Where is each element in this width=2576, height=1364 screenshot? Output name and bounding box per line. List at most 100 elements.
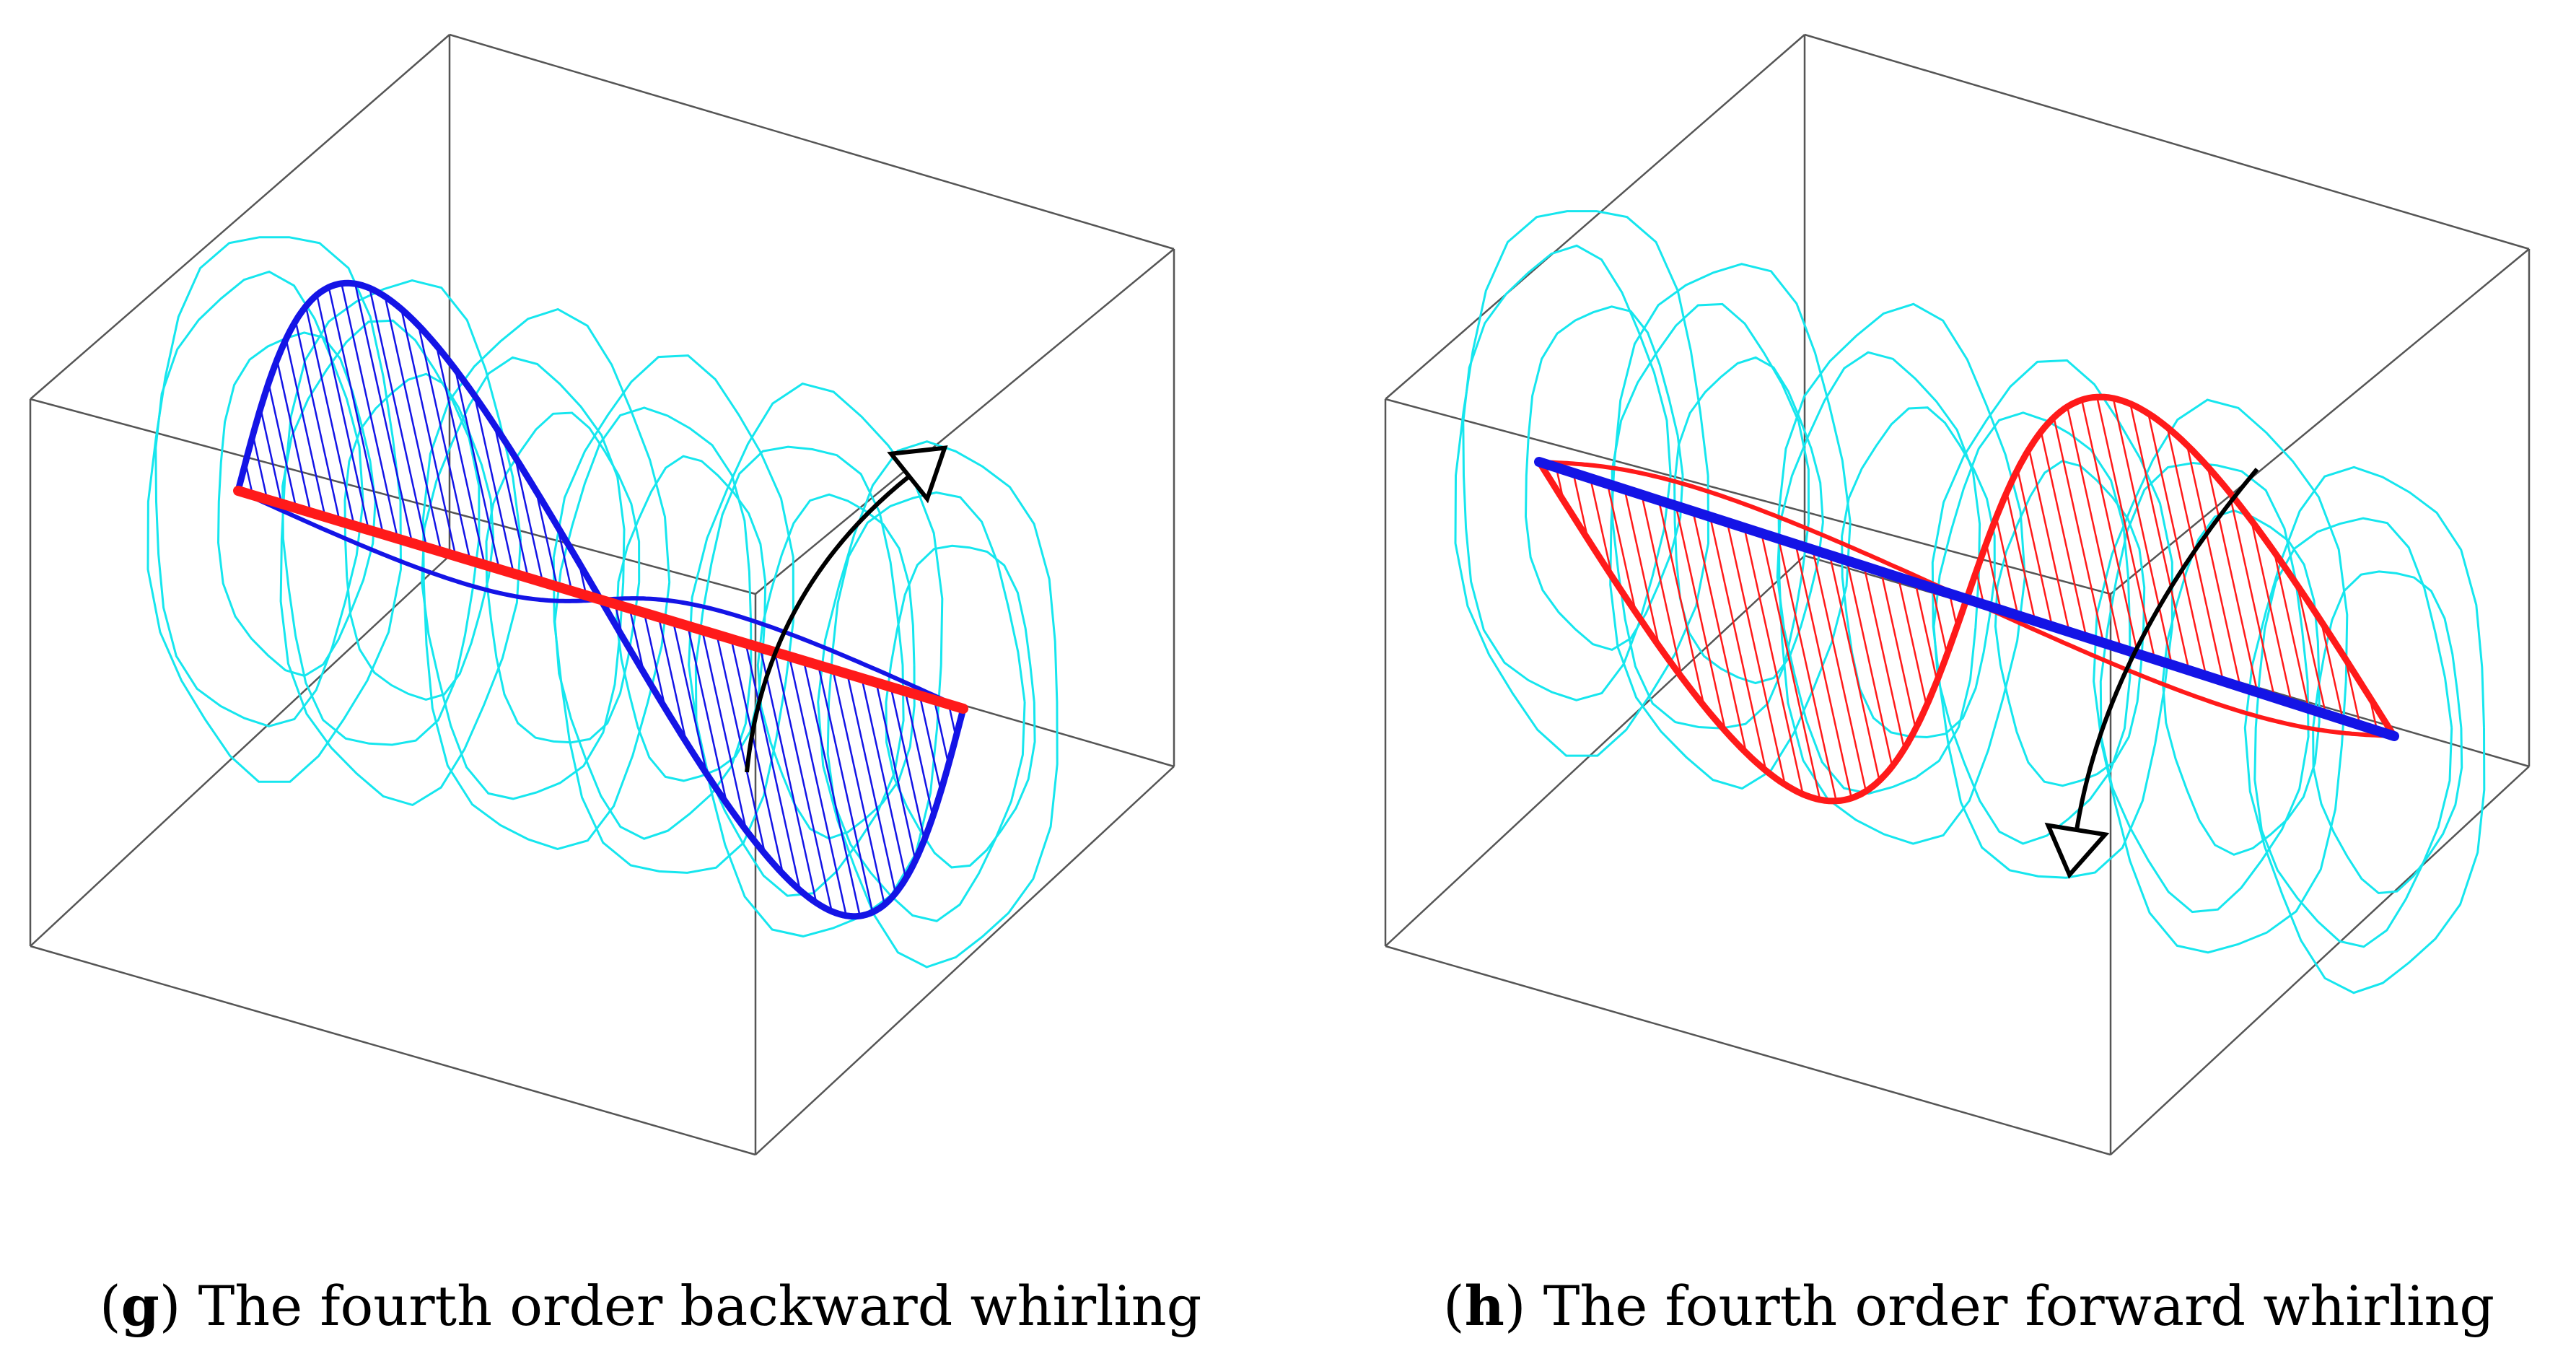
mode-hatch-line xyxy=(2040,431,2087,638)
box-edge xyxy=(30,398,756,595)
whirl-orbit xyxy=(688,382,944,937)
whirl-orbit xyxy=(1776,351,1981,795)
mode-hatch-line xyxy=(686,625,728,804)
mode-hatch-line xyxy=(276,359,312,513)
mode-hatch-line xyxy=(730,639,784,875)
mode-hatch-line xyxy=(1760,533,1821,800)
mode-hatch-line xyxy=(1995,517,2019,616)
box-edge xyxy=(1385,34,1805,400)
mode-hatch-line xyxy=(2080,399,2139,655)
mode-hatch-line xyxy=(294,320,341,522)
mode-hatch-line xyxy=(1897,577,1928,707)
box-edge xyxy=(2110,248,2530,595)
mode-hatch-line xyxy=(384,296,442,552)
mode-hatch-line xyxy=(1624,489,1660,647)
mode-hatch-line xyxy=(2186,445,2241,687)
mode-hatch-line xyxy=(861,678,907,879)
mode-hatch-line xyxy=(341,283,399,539)
mode-hatch-line xyxy=(1914,582,1938,681)
orbit-group xyxy=(146,236,1059,969)
mode-hatch-line xyxy=(1743,527,1804,795)
mode-hatch-line xyxy=(1640,494,1683,678)
shaft-axis-line xyxy=(1534,457,2399,741)
mode-hatch-line xyxy=(2028,449,2070,632)
whirl-direction-arrow-shaft xyxy=(2075,468,2259,831)
mode-hatch-line xyxy=(1811,549,1867,792)
mode-hatch-line xyxy=(2166,427,2225,682)
mode-hatch-line xyxy=(643,612,667,709)
mode-hatch-line xyxy=(875,682,916,861)
caption-g-text: The fourth order backward whirling xyxy=(198,1274,1202,1338)
mode-hatch-line xyxy=(628,608,645,673)
mode-hatch-line xyxy=(2016,469,2054,627)
mode-hatch-line xyxy=(2066,406,2122,649)
mode-hatch-line xyxy=(846,673,897,893)
mode-hatch-line xyxy=(328,287,385,535)
whirl-direction-arrow-head xyxy=(2044,822,2110,879)
whirl-orbit xyxy=(1777,302,2026,845)
mode-hatch-line xyxy=(817,665,874,913)
mode-hatch-line xyxy=(1828,554,1880,781)
mode-hatch-line xyxy=(1846,560,1893,767)
mode-hatch-line xyxy=(1657,499,1705,707)
whirl-orbit xyxy=(216,331,377,678)
mode-hatch-line xyxy=(1675,505,1727,732)
mode-hatch-line xyxy=(2129,403,2190,671)
whirl-direction-arrow-head xyxy=(887,445,948,504)
mode-hatch-line xyxy=(454,369,501,569)
mode-hatch-line xyxy=(759,647,818,904)
box-edge xyxy=(1385,945,2111,1156)
whirl-orbit xyxy=(146,236,403,783)
mode-hatch-line xyxy=(473,395,515,574)
whirl-orbit xyxy=(281,319,481,746)
mode-hatch-line xyxy=(305,306,356,526)
whirl-orbit xyxy=(2161,510,2321,856)
whirl-direction-arrow-shaft xyxy=(745,474,911,773)
mode-hatch-line xyxy=(745,643,802,891)
mode-hatch-line xyxy=(2273,551,2310,709)
box-edge xyxy=(449,33,1175,250)
box-edge xyxy=(30,945,756,1156)
mode-hatch-line xyxy=(2228,491,2276,699)
mode-hatch-line xyxy=(535,491,558,587)
mode-hatch-line xyxy=(890,686,926,840)
mode-hatch-line xyxy=(933,699,950,765)
mode-hatch-line xyxy=(1880,571,1917,729)
mode-hatch-line xyxy=(252,434,268,500)
caption-h: (h) The fourth order forward whirling xyxy=(1443,1274,2495,1338)
mode-hatch-line xyxy=(369,287,428,548)
mode-hatch-line xyxy=(904,691,934,817)
mode-hatch-line xyxy=(2250,520,2293,704)
mode-hatch-line xyxy=(1795,543,1853,799)
whirl-orbit xyxy=(1841,406,1996,739)
caption-g: (g) The fourth order backward whirling xyxy=(100,1274,1202,1338)
whirl-orbit xyxy=(552,354,794,874)
mode-hatch-line xyxy=(802,660,861,917)
mode-hatch-line xyxy=(2005,491,2036,621)
whirl-orbit xyxy=(1994,460,2146,787)
mode-hatch-line xyxy=(417,325,471,561)
whirl-orbit xyxy=(2243,465,2486,994)
mode-hatch-line xyxy=(1726,522,1786,785)
mode-hatch-line xyxy=(2320,621,2344,720)
mode-hatch-line xyxy=(2147,413,2207,676)
mode-hatch-line xyxy=(1931,587,1948,655)
whirl-orbit xyxy=(553,406,753,840)
whirl-orbit xyxy=(2253,517,2453,948)
mode-hatch-line xyxy=(400,308,457,556)
mode-hatch-line xyxy=(2344,658,2361,726)
panel-g-backward-whirling xyxy=(29,33,1175,1156)
mode-hatch-line xyxy=(672,621,708,775)
mode-hatch-line xyxy=(2207,466,2259,693)
mode-hatch-line xyxy=(1709,516,1767,771)
mode-hatch-line xyxy=(1589,478,1613,577)
mode-hatch-line xyxy=(514,457,544,583)
box-edge xyxy=(30,34,450,400)
mode-hatch-line xyxy=(1777,538,1838,802)
whirl-orbit xyxy=(2099,461,2310,914)
mode-hatch-line xyxy=(354,283,413,543)
mode-hatch-line xyxy=(2053,417,2105,644)
mode-hatch-line xyxy=(1572,472,1589,540)
mode-hatch-line xyxy=(657,616,688,743)
